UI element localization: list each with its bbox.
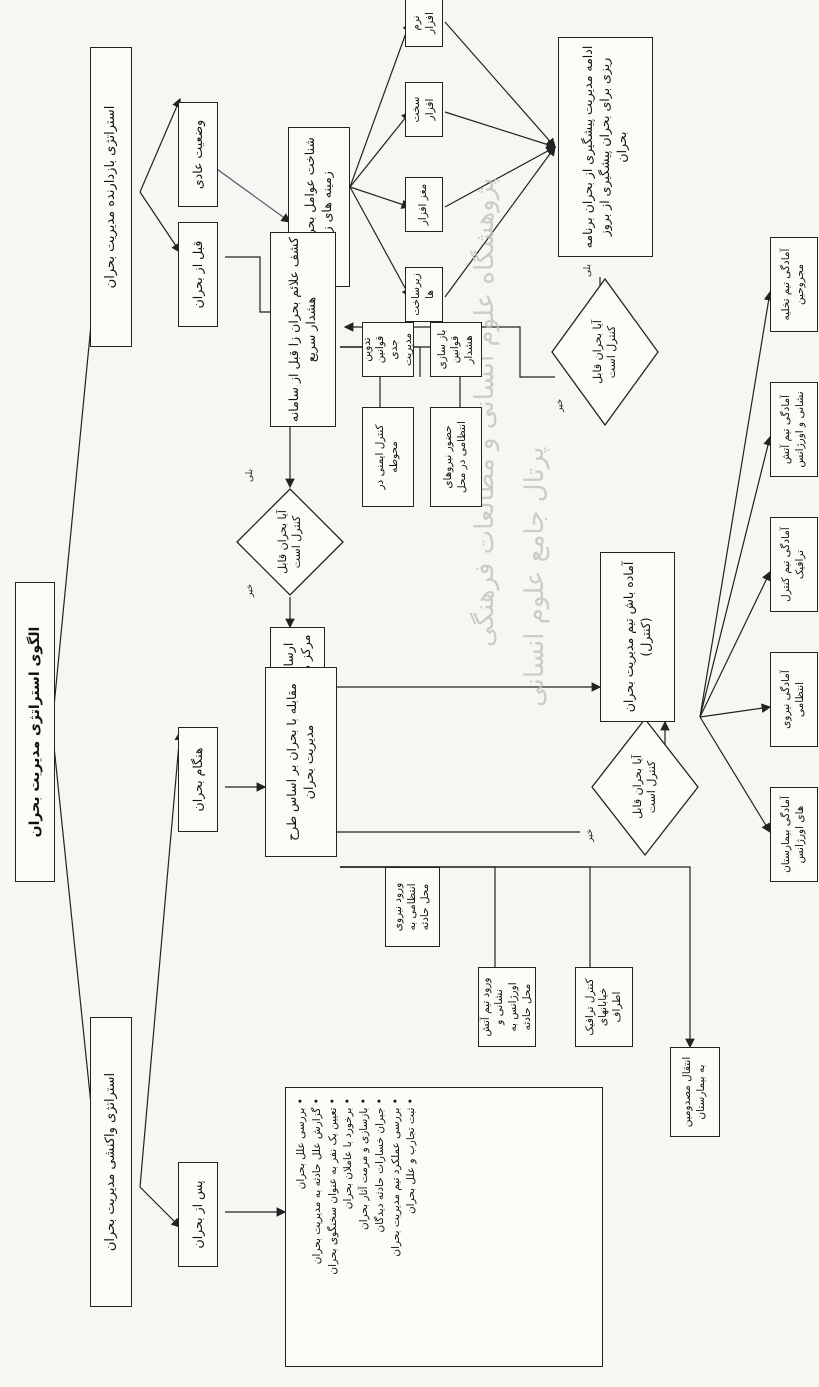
post-item: بررسی علل بحران — [294, 1098, 310, 1275]
decision-text: آیا بحران قابل کنترل است — [590, 320, 618, 384]
during-crisis: هنگام بحران — [178, 727, 218, 832]
pre-crisis: قبل از بحران — [178, 222, 218, 327]
decision-diamond-shape — [591, 717, 699, 857]
decision-text: آیا بحران قابل کنترل است — [275, 510, 303, 574]
factor-infrastructure: زیرساخت ها — [405, 267, 443, 322]
action-police: ورود نیروی انتظامی به محل حادثه — [385, 867, 440, 947]
ready-traffic: آمادگی تیم کنترل ترافیک — [770, 517, 818, 612]
forecast-prevention: ادامه مدیریت پیشگیری از بحران برنامه ریز… — [558, 37, 653, 257]
label-no-3: خیر — [585, 828, 595, 842]
label-no-1: خیر — [555, 398, 565, 412]
label-yes-2: بلی — [245, 469, 255, 482]
action-fire: ورود تیم آتش نشانی و اورژانس به محل حادث… — [478, 967, 536, 1047]
factor-hardware: سخت افزار — [405, 82, 443, 137]
factor-brainware: مغز افزار — [405, 177, 443, 232]
action-transfer: انتقال مصدومین به بیمارستان — [670, 1047, 720, 1137]
decision-diamond-shape — [236, 488, 344, 596]
team-readiness: آماده باش تیم مدیریت بحران (کنترل) — [600, 552, 675, 722]
preventive-strategy: استراتژی بازدارنده مدیریت بحران — [90, 47, 132, 347]
decision-text: آیا بحران قابل کنترل است — [630, 755, 658, 819]
reactive-strategy: استراتژی واکنشی مدیریت بحران — [90, 1017, 132, 1307]
ready-hospital: آمادگی بیمارستان های اورژانس — [770, 787, 818, 882]
watermark-line-2: پرتال جامع علوم انسانی — [520, 446, 550, 707]
detect-sub-1: تدوین قوانین جدی مدیریت — [361, 322, 414, 377]
respond-crisis: مقابله با بحران بر اساس طرح مدیریت بحران — [265, 667, 337, 857]
diagram-title: الگوی استراتژی مدیریت بحران — [15, 582, 55, 882]
post-item: بازسازی و مرمت آثار بحران — [357, 1098, 373, 1275]
ready-evacuate: آمادگی تیم تخلیه مجروحین — [770, 237, 818, 332]
decision-preventive-1: آیا بحران قابل کنترل است — [550, 277, 660, 427]
detect-sub-3: کنترل ایمنی در محوطه — [362, 407, 414, 507]
post-item: بررسی عملکرد تیم مدیریت بحران — [389, 1098, 405, 1275]
decision-reactive: آیا بحران قابل کنترل است — [590, 717, 700, 857]
post-item: ثبت تجارب و علل بحران — [404, 1098, 420, 1275]
decision-preventive-2: آیا بحران قابل کنترل است — [235, 487, 345, 597]
detect-warning-signs: کشف علائم بحران زا قبل از سامانه هشدار س… — [270, 232, 336, 427]
decision-diamond-shape — [551, 277, 659, 427]
post-item: جبران خسارات حادثه دیدگان — [373, 1098, 389, 1275]
ready-police: آمادگی نیروی انتظامی — [770, 652, 818, 747]
action-traffic: کنترل ترافیک خیابانهای اطراف — [575, 967, 633, 1047]
label-yes-1: بلی — [583, 264, 593, 277]
post-crisis: پس از بحران — [178, 1162, 218, 1267]
detect-sub-4: حضور نیروهای انتظامی در محل — [430, 407, 482, 507]
post-item: تعیین یک نفر به عنوان سخنگوی بحران — [326, 1098, 342, 1275]
post-crisis-list: بررسی علل بحران گزارش علل حادثه به مدیری… — [285, 1087, 603, 1367]
post-item: برخورد با عاملان بحران — [341, 1098, 357, 1275]
post-item: گزارش علل حادثه به مدیریت بحران — [310, 1098, 326, 1275]
normal-state: وضعیت عادی — [178, 102, 218, 207]
detect-sub-2: باز سازی قوانین هشدار — [430, 322, 482, 377]
label-no-2: خیر — [245, 583, 255, 597]
factor-software: نرم افزار — [405, 0, 443, 47]
ready-fire: آمادگی تیم آتش نشانی و اورژانس — [770, 382, 818, 477]
